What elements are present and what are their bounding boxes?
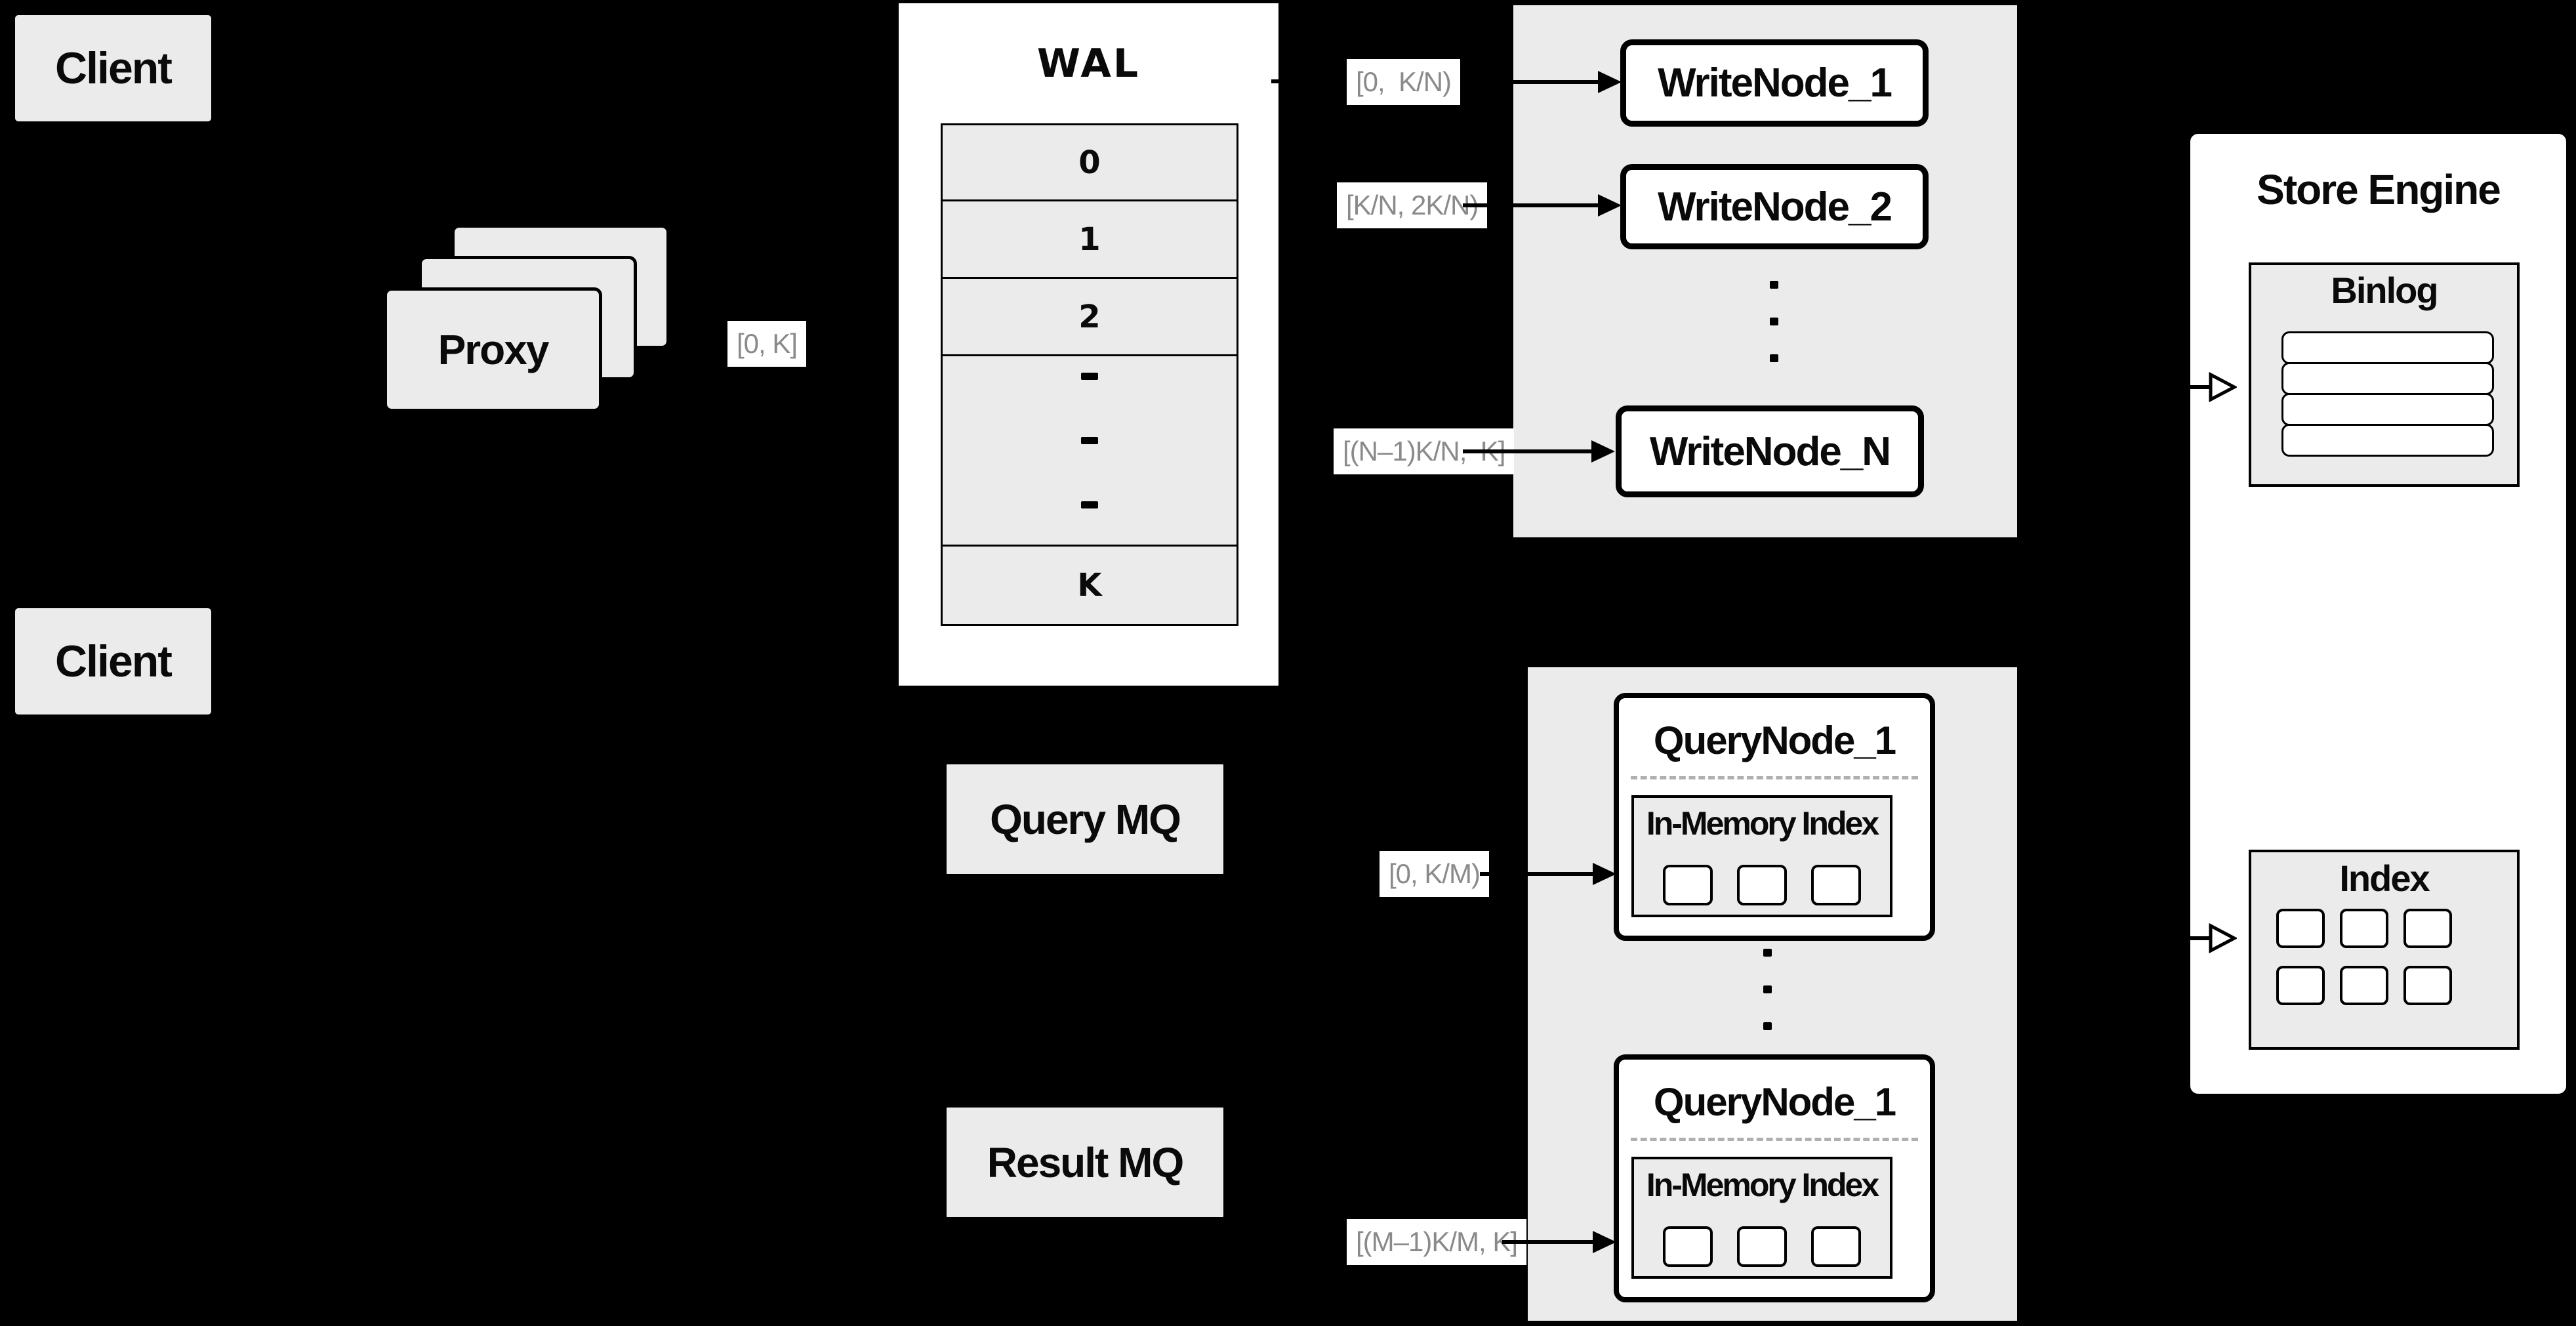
index-segment <box>2403 966 2452 1005</box>
client-bottom-box: Client <box>13 606 213 716</box>
wal-row-2: 2 <box>943 279 1237 356</box>
index-segment <box>2276 966 2325 1005</box>
inmemory-segment <box>1811 865 1861 905</box>
index-segment <box>2340 966 2388 1005</box>
wal-row-ellipsis <box>943 356 1237 547</box>
querynode-1-dashed-separator <box>1631 776 1918 779</box>
result-mq-label: Result MQ <box>987 1138 1184 1186</box>
client-top-label: Client <box>55 43 173 93</box>
query-ellipsis-dot <box>1763 949 1772 957</box>
writenode-n-box: WriteNode_N <box>1616 405 1924 497</box>
querynode-2-inmemory-title: In-Memory Index <box>1646 1167 1879 1203</box>
query-mq-label: Query MQ <box>990 795 1181 843</box>
querynode-1-inmemory-title: In-Memory Index <box>1646 805 1879 842</box>
wal-arrow-stub <box>1271 79 1283 83</box>
wal-table: 0 1 2 K <box>941 123 1238 626</box>
inmemory-segment <box>1663 1226 1713 1267</box>
wal-ellipsis-dot <box>1081 501 1098 508</box>
wal-row-k: K <box>943 547 1237 624</box>
client-top-box: Client <box>13 13 213 123</box>
write-ellipsis-dot <box>1770 318 1778 325</box>
wal-title: WAL <box>1036 41 1141 87</box>
inmemory-segment <box>1737 865 1787 905</box>
write-range-label-3: [(N–1)K/N, K] <box>1334 428 1515 474</box>
inmemory-segment <box>1811 1226 1861 1267</box>
writenode-1-box: WriteNode_1 <box>1620 39 1929 127</box>
wal-row-0: 0 <box>943 125 1237 201</box>
wal-ellipsis-dot <box>1081 373 1098 380</box>
result-mq-box: Result MQ <box>945 1106 1225 1219</box>
wal-ellipsis-dot <box>1081 437 1098 444</box>
wal-row-1: 1 <box>943 201 1237 279</box>
writenode-2-label: WriteNode_2 <box>1658 184 1892 230</box>
write-ellipsis-dot <box>1770 354 1778 362</box>
writenode-2-box: WriteNode_2 <box>1620 164 1929 249</box>
write-ellipsis-dot <box>1770 281 1778 289</box>
querynode-1-title: QueryNode_1 <box>1653 718 1896 762</box>
arrow-head-writenode-n <box>1591 440 1615 463</box>
writenode-1-label: WriteNode_1 <box>1658 60 1892 106</box>
proxy-range-label: [0, K] <box>727 321 807 367</box>
query-range-label-2: [(M–1)K/M, K] <box>1347 1219 1527 1265</box>
querynode-2-title: QueryNode_1 <box>1653 1080 1896 1124</box>
binlog-row <box>2281 362 2494 395</box>
querynode-2-dashed-separator <box>1631 1138 1918 1141</box>
index-title: Index <box>2339 858 2430 899</box>
query-ellipsis-dot <box>1763 985 1772 993</box>
arrow-head-writenode-2 <box>1598 194 1622 217</box>
binlog-row <box>2281 393 2494 426</box>
index-segment <box>2403 909 2452 948</box>
store-engine-title: Store Engine <box>2257 166 2501 213</box>
proxy-card-front: Proxy <box>384 287 602 412</box>
index-box <box>2249 850 2520 1050</box>
client-bottom-label: Client <box>55 636 173 686</box>
query-range-label-1: [0, K/M) <box>1380 851 1490 897</box>
arrow-line-writenode-1 <box>1463 80 1599 84</box>
write-range-label-2: [K/N, 2K/N) <box>1337 182 1488 228</box>
binlog-title: Binlog <box>2331 270 2438 311</box>
open-arrow-to-index <box>2184 922 2237 954</box>
arrow-line-writenode-2 <box>1463 203 1599 207</box>
proxy-label: Proxy <box>438 326 550 373</box>
writenode-n-label: WriteNode_N <box>1649 428 1891 474</box>
write-range-label-1: [0, K/N) <box>1347 59 1461 105</box>
open-arrow-to-binlog <box>2184 371 2237 403</box>
inmemory-segment <box>1663 865 1713 905</box>
arrow-line-querynode-2 <box>1502 1240 1594 1244</box>
inmemory-segment <box>1737 1226 1787 1267</box>
index-segment <box>2276 909 2325 948</box>
arrow-line-writenode-n <box>1463 449 1593 453</box>
arrow-head-querynode-2 <box>1593 1231 1616 1253</box>
arrow-line-querynode-1 <box>1480 872 1594 876</box>
arrow-head-writenode-1 <box>1598 71 1622 93</box>
query-mq-box: Query MQ <box>945 762 1225 876</box>
binlog-row <box>2281 331 2494 364</box>
index-segment <box>2340 909 2388 948</box>
query-ellipsis-dot <box>1763 1022 1772 1030</box>
binlog-row <box>2281 424 2494 457</box>
arrow-head-querynode-1 <box>1593 863 1616 885</box>
